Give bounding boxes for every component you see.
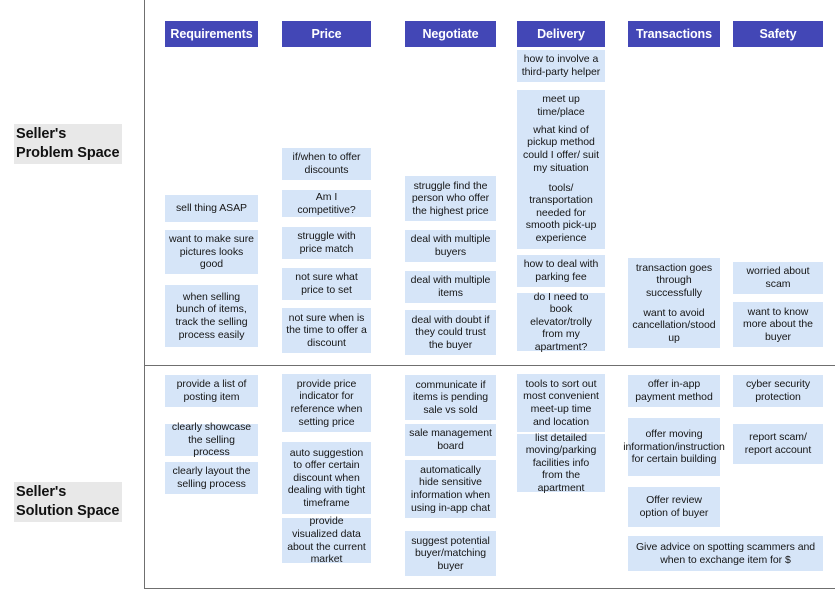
card-solution-requirements[interactable]: clearly showcase the selling process [165,421,258,458]
card-problem-requirements[interactable]: sell thing ASAP [165,195,258,222]
card-solution-requirements[interactable]: provide a list of posting item [165,375,258,407]
row-label-solution-space: Seller's Solution Space [14,482,123,522]
card-problem-delivery[interactable]: how to deal with parking fee [517,255,605,287]
card-problem-delivery[interactable]: tools/ transportation needed for smooth … [517,177,605,249]
card-problem-price[interactable]: Am I competitive? [282,190,371,217]
vertical-divider [144,0,145,589]
card-problem-delivery[interactable]: what kind of pickup method could I offer… [517,120,605,178]
card-solution-negotiate[interactable]: communicate if items is pending sale vs … [405,375,496,420]
row-label-problem-space: Seller's Problem Space [14,124,123,164]
column-header-price[interactable]: Price [282,21,371,47]
card-problem-delivery[interactable]: how to involve a third-party helper [517,50,605,82]
card-solution-transactions[interactable]: offer moving information/instruction for… [623,418,725,476]
column-header-requirements[interactable]: Requirements [165,21,258,47]
card-solution-requirements[interactable]: clearly layout the selling process [165,462,258,494]
horizontal-divider-middle [144,365,835,366]
card-problem-delivery[interactable]: do I need to book elevator/trolly from m… [517,291,605,353]
column-header-transactions[interactable]: Transactions [628,21,720,47]
card-problem-delivery[interactable]: meet up time/place [517,90,605,122]
card-solution-delivery[interactable]: list detailed moving/parking facilities … [517,432,605,494]
card-problem-requirements[interactable]: want to make sure pictures looks good [165,230,258,274]
card-solution-negotiate[interactable]: sale management board [405,424,496,456]
card-problem-price[interactable]: not sure what price to set [282,268,371,300]
card-problem-negotiate[interactable]: deal with multiple buyers [405,230,496,262]
card-solution-negotiate[interactable]: suggest potential buyer/matching buyer [405,531,496,576]
card-problem-negotiate[interactable]: struggle find the person who offer the h… [405,176,496,221]
card-solution-price[interactable]: provide visualized data about the curren… [282,515,371,565]
card-problem-price[interactable]: if/when to offer discounts [282,148,371,180]
card-solution-wide[interactable]: Give advice on spotting scammers and whe… [628,536,823,571]
card-problem-safety[interactable]: want to know more about the buyer [733,302,823,347]
card-solution-safety[interactable]: report scam/ report account [733,424,823,464]
card-solution-transactions[interactable]: Offer review option of buyer [628,487,720,527]
card-problem-transactions[interactable]: want to avoid cancellation/stood up [628,303,720,348]
card-solution-safety[interactable]: cyber security protection [733,375,823,407]
card-problem-negotiate[interactable]: deal with multiple items [405,271,496,303]
card-solution-price[interactable]: provide price indicator for reference wh… [282,374,371,432]
card-problem-price[interactable]: not sure when is the time to offer a dis… [282,308,371,353]
column-header-delivery[interactable]: Delivery [517,21,605,47]
card-solution-negotiate[interactable]: automatically hide sensitive information… [405,460,496,518]
card-problem-requirements[interactable]: when selling bunch of items, track the s… [165,285,258,347]
column-header-negotiate[interactable]: Negotiate [405,21,496,47]
card-solution-price[interactable]: auto suggestion to offer certain discoun… [282,442,371,514]
card-problem-negotiate[interactable]: deal with doubt if they could trust the … [405,310,496,355]
card-solution-transactions[interactable]: offer in-app payment method [628,375,720,407]
card-problem-safety[interactable]: worried about scam [733,262,823,294]
card-problem-price[interactable]: struggle with price match [282,227,371,259]
card-problem-transactions[interactable]: transaction goes through successfully [628,258,720,303]
column-header-safety[interactable]: Safety [733,21,823,47]
horizontal-divider-bottom [144,588,835,589]
card-solution-delivery[interactable]: tools to sort out most convenient meet-u… [517,374,605,432]
